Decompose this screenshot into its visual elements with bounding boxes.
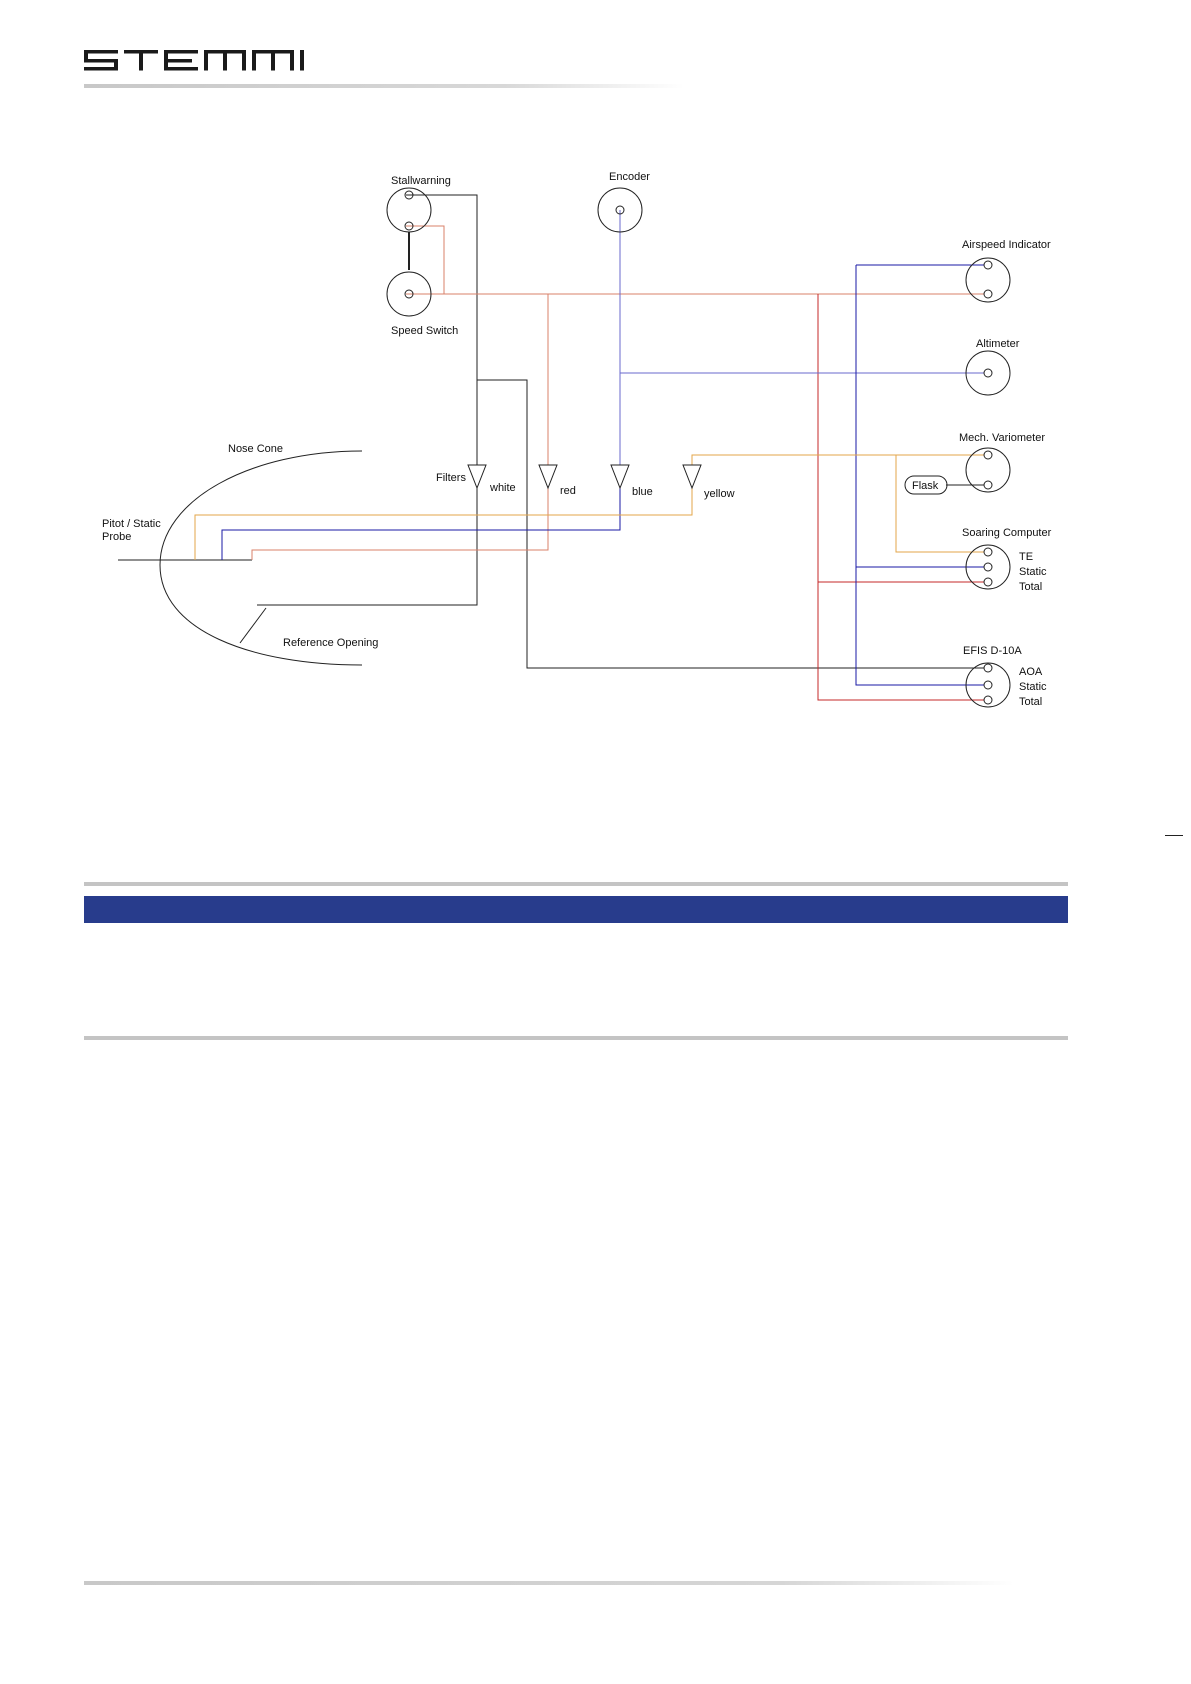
label-efis: EFIS D-10A [963, 645, 1022, 657]
line-red-to-probe [252, 488, 548, 560]
line-yellow-to-probe [195, 488, 692, 560]
pneumatic-diagram: Stallwarning Speed Switch Encoder Airspe… [0, 0, 1191, 760]
label-reference-opening: Reference Opening [283, 637, 378, 649]
filter-blue [611, 465, 629, 488]
label-total-2: Total [1019, 696, 1042, 708]
label-airspeed: Airspeed Indicator [962, 239, 1051, 251]
label-soaring-computer: Soaring Computer [962, 527, 1052, 539]
section-rule-bottom [84, 1036, 1068, 1040]
filter-yellow [683, 465, 701, 488]
label-encoder: Encoder [609, 171, 650, 183]
label-yellow: yellow [704, 488, 735, 500]
label-stallwarning: Stallwarning [391, 175, 451, 187]
label-probe-2: Probe [102, 531, 131, 543]
label-aoa: AOA [1019, 666, 1043, 678]
label-speed-switch: Speed Switch [391, 325, 458, 337]
filter-white [468, 465, 486, 488]
label-probe-1: Pitot / Static [102, 518, 161, 530]
label-total-1: Total [1019, 581, 1042, 593]
margin-mark [1165, 835, 1183, 836]
label-white: white [489, 482, 516, 494]
airspeed-gauge [966, 258, 1010, 302]
line-blue-bus [856, 265, 984, 685]
label-te: TE [1019, 551, 1033, 563]
variometer-gauge [966, 448, 1010, 492]
label-blue: blue [632, 486, 653, 498]
reference-opening-pointer [240, 608, 266, 643]
section-header-bar [84, 896, 1068, 923]
filter-red [539, 465, 557, 488]
line-red-total-bus [818, 294, 984, 700]
section-rule-top [84, 882, 1068, 886]
label-flask: Flask [912, 480, 939, 492]
label-filters: Filters [436, 472, 466, 484]
label-static-1: Static [1019, 566, 1047, 578]
label-nose-cone: Nose Cone [228, 443, 283, 455]
line-blue-to-probe [222, 488, 620, 560]
line-black-aoa [477, 380, 984, 668]
nose-cone-outline [160, 451, 362, 665]
label-red: red [560, 485, 576, 497]
line-red-stall-loop [406, 226, 444, 294]
label-static-2: Static [1019, 681, 1047, 693]
line-white-probe [257, 488, 477, 605]
footer-rule [84, 1581, 1014, 1585]
line-yellow-vario [692, 455, 984, 465]
label-altimeter: Altimeter [976, 338, 1020, 350]
label-variometer: Mech. Variometer [959, 432, 1045, 444]
